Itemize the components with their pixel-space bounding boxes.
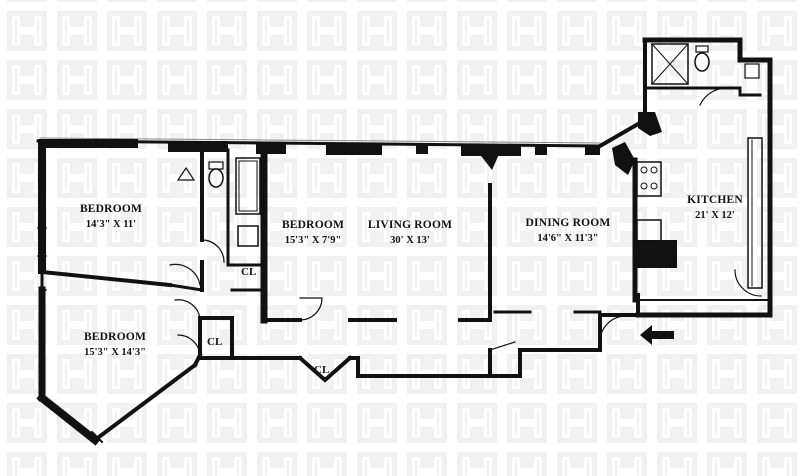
wall-piers xyxy=(38,139,600,170)
closet-label: CL xyxy=(314,364,330,376)
room-dimensions: 15'3" X 14'3" xyxy=(84,347,146,358)
room-name: KITCHEN xyxy=(687,194,743,206)
closet-label: CL xyxy=(241,266,257,278)
room-dimensions: 14'6" X 11'3" xyxy=(537,233,599,244)
room-name: DINING ROOM xyxy=(525,217,611,229)
room-name: BEDROOM xyxy=(79,203,143,215)
room-bedroom-3: BEDROOM 15'3" X 7'9" xyxy=(270,218,356,248)
room-dining: DINING ROOM 14'6" X 11'3" xyxy=(520,216,616,246)
room-bedroom-2: BEDROOM 15'3" X 14'3" xyxy=(70,330,160,360)
closet-label: CL xyxy=(207,336,223,348)
room-name: LIVING ROOM xyxy=(367,219,453,231)
room-dimensions: 15'3" X 7'9" xyxy=(284,235,342,246)
room-dimensions: 30' X 13' xyxy=(390,235,430,246)
room-kitchen: KITCHEN 21' X 12' xyxy=(680,193,750,223)
room-dimensions: 21' X 12' xyxy=(695,210,735,221)
room-dimensions: 14'3" X 11' xyxy=(85,219,137,230)
room-bedroom-1: BEDROOM 14'3" X 11' xyxy=(68,202,154,232)
entry-arrow-icon xyxy=(640,325,674,345)
room-living: LIVING ROOM 30' X 13' xyxy=(360,218,460,248)
room-name: BEDROOM xyxy=(281,219,345,231)
room-name: BEDROOM xyxy=(83,331,147,343)
